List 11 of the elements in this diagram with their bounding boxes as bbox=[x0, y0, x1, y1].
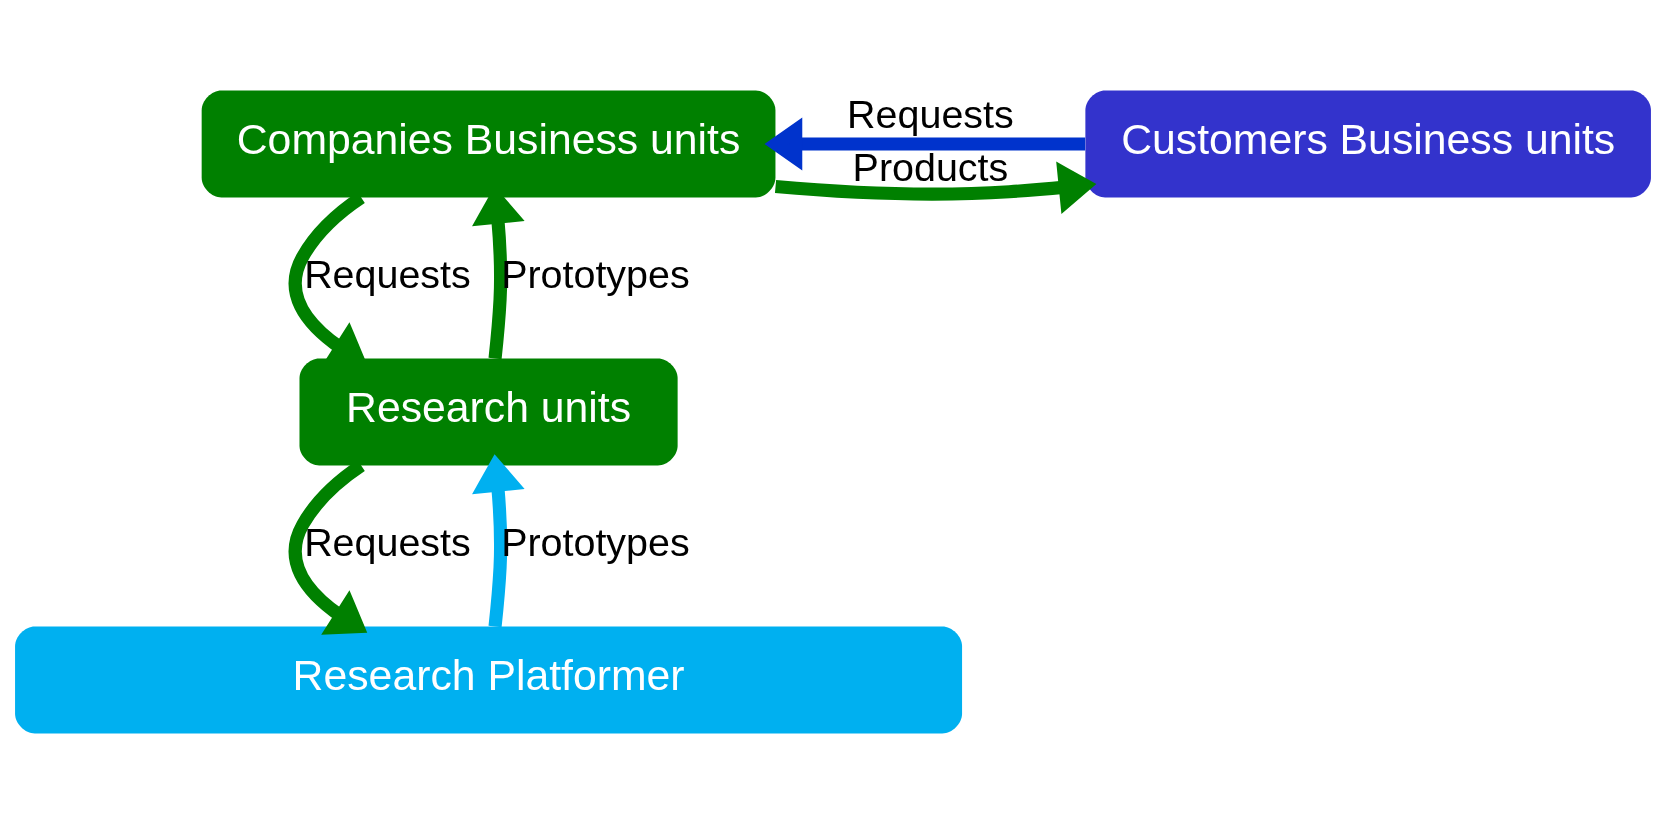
edge-label: Requests bbox=[847, 91, 1014, 136]
node-box: Research Platformer bbox=[15, 626, 963, 733]
node-box: Companies Business units bbox=[201, 90, 776, 197]
edge-label: Products bbox=[852, 144, 1009, 189]
edge-label: Requests bbox=[304, 519, 471, 564]
node-box: Customers Business units bbox=[1085, 90, 1651, 197]
arrow bbox=[764, 117, 1086, 170]
node-box: Research units bbox=[299, 358, 678, 465]
arrow bbox=[472, 453, 525, 627]
arrow bbox=[774, 160, 1097, 214]
edge-label: Requests bbox=[304, 251, 471, 296]
